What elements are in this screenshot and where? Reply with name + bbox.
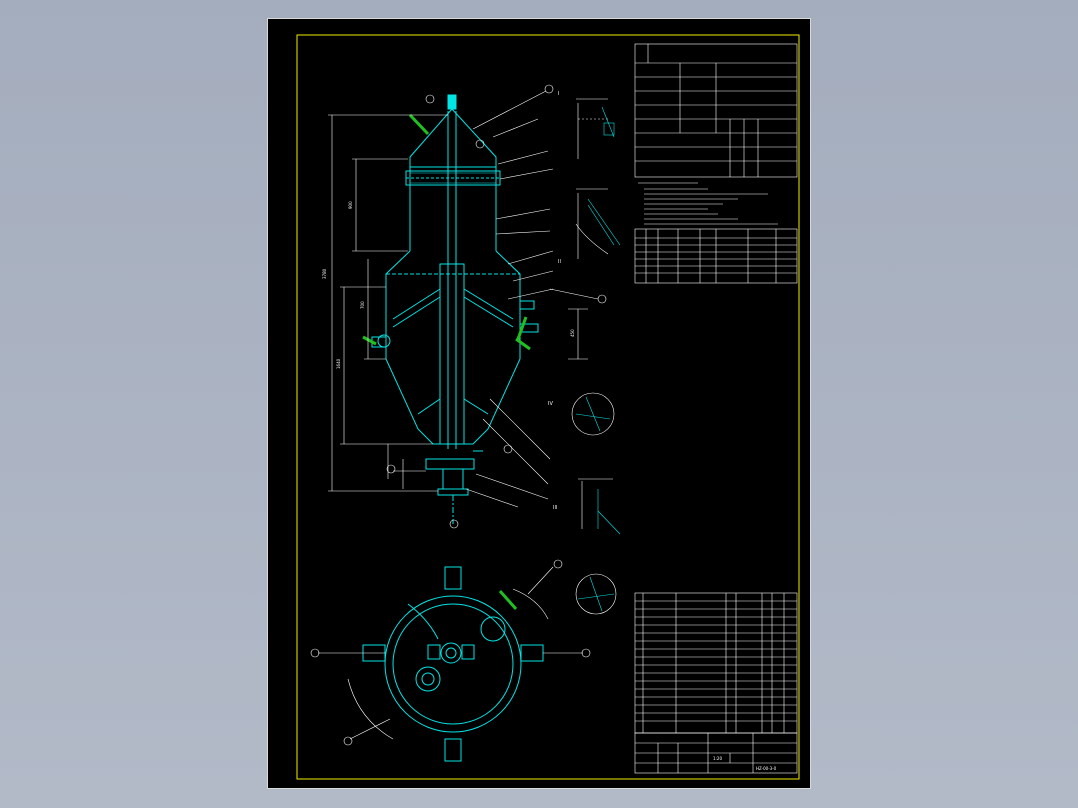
dimension-lines — [328, 114, 599, 492]
detail-views — [571, 98, 621, 615]
cad-drawing: 3780 900 1640 700 450 — [296, 34, 800, 780]
drawing-frame — [296, 34, 800, 780]
svg-text:3780: 3780 — [322, 268, 327, 279]
svg-text:II: II — [558, 259, 561, 265]
svg-text:900: 900 — [348, 201, 353, 209]
svg-text:700: 700 — [360, 301, 365, 309]
nozzle-table — [634, 43, 798, 178]
leader-lines — [465, 90, 554, 508]
plan-view-highlight — [498, 590, 518, 610]
connection-table — [634, 228, 798, 284]
plan-view-dims — [310, 559, 591, 746]
vessel-elevation — [371, 94, 539, 524]
svg-text:III: III — [553, 505, 557, 511]
svg-text:450: 450 — [570, 329, 575, 337]
title-block-text: HZ-00-3-0 1:20 — [713, 756, 777, 771]
technical-notes — [638, 182, 778, 225]
parts-list — [634, 592, 798, 734]
inlet-nozzles — [362, 113, 531, 351]
title-block — [634, 732, 798, 774]
svg-text:IV: IV — [548, 401, 553, 407]
drawing-scale: 1:20 — [713, 756, 722, 761]
drawing-sheet: 3780 900 1640 700 450 — [267, 18, 811, 789]
item-balloons — [386, 84, 607, 529]
dimension-values: 3780 900 1640 700 450 — [322, 201, 575, 369]
plan-view — [362, 566, 544, 762]
svg-text:1640: 1640 — [336, 358, 341, 369]
section-markers: I II III IV — [548, 91, 561, 511]
packing-layer — [410, 172, 496, 184]
drawing-number: HZ-00-3-0 — [756, 766, 777, 771]
svg-text:I: I — [558, 91, 559, 97]
